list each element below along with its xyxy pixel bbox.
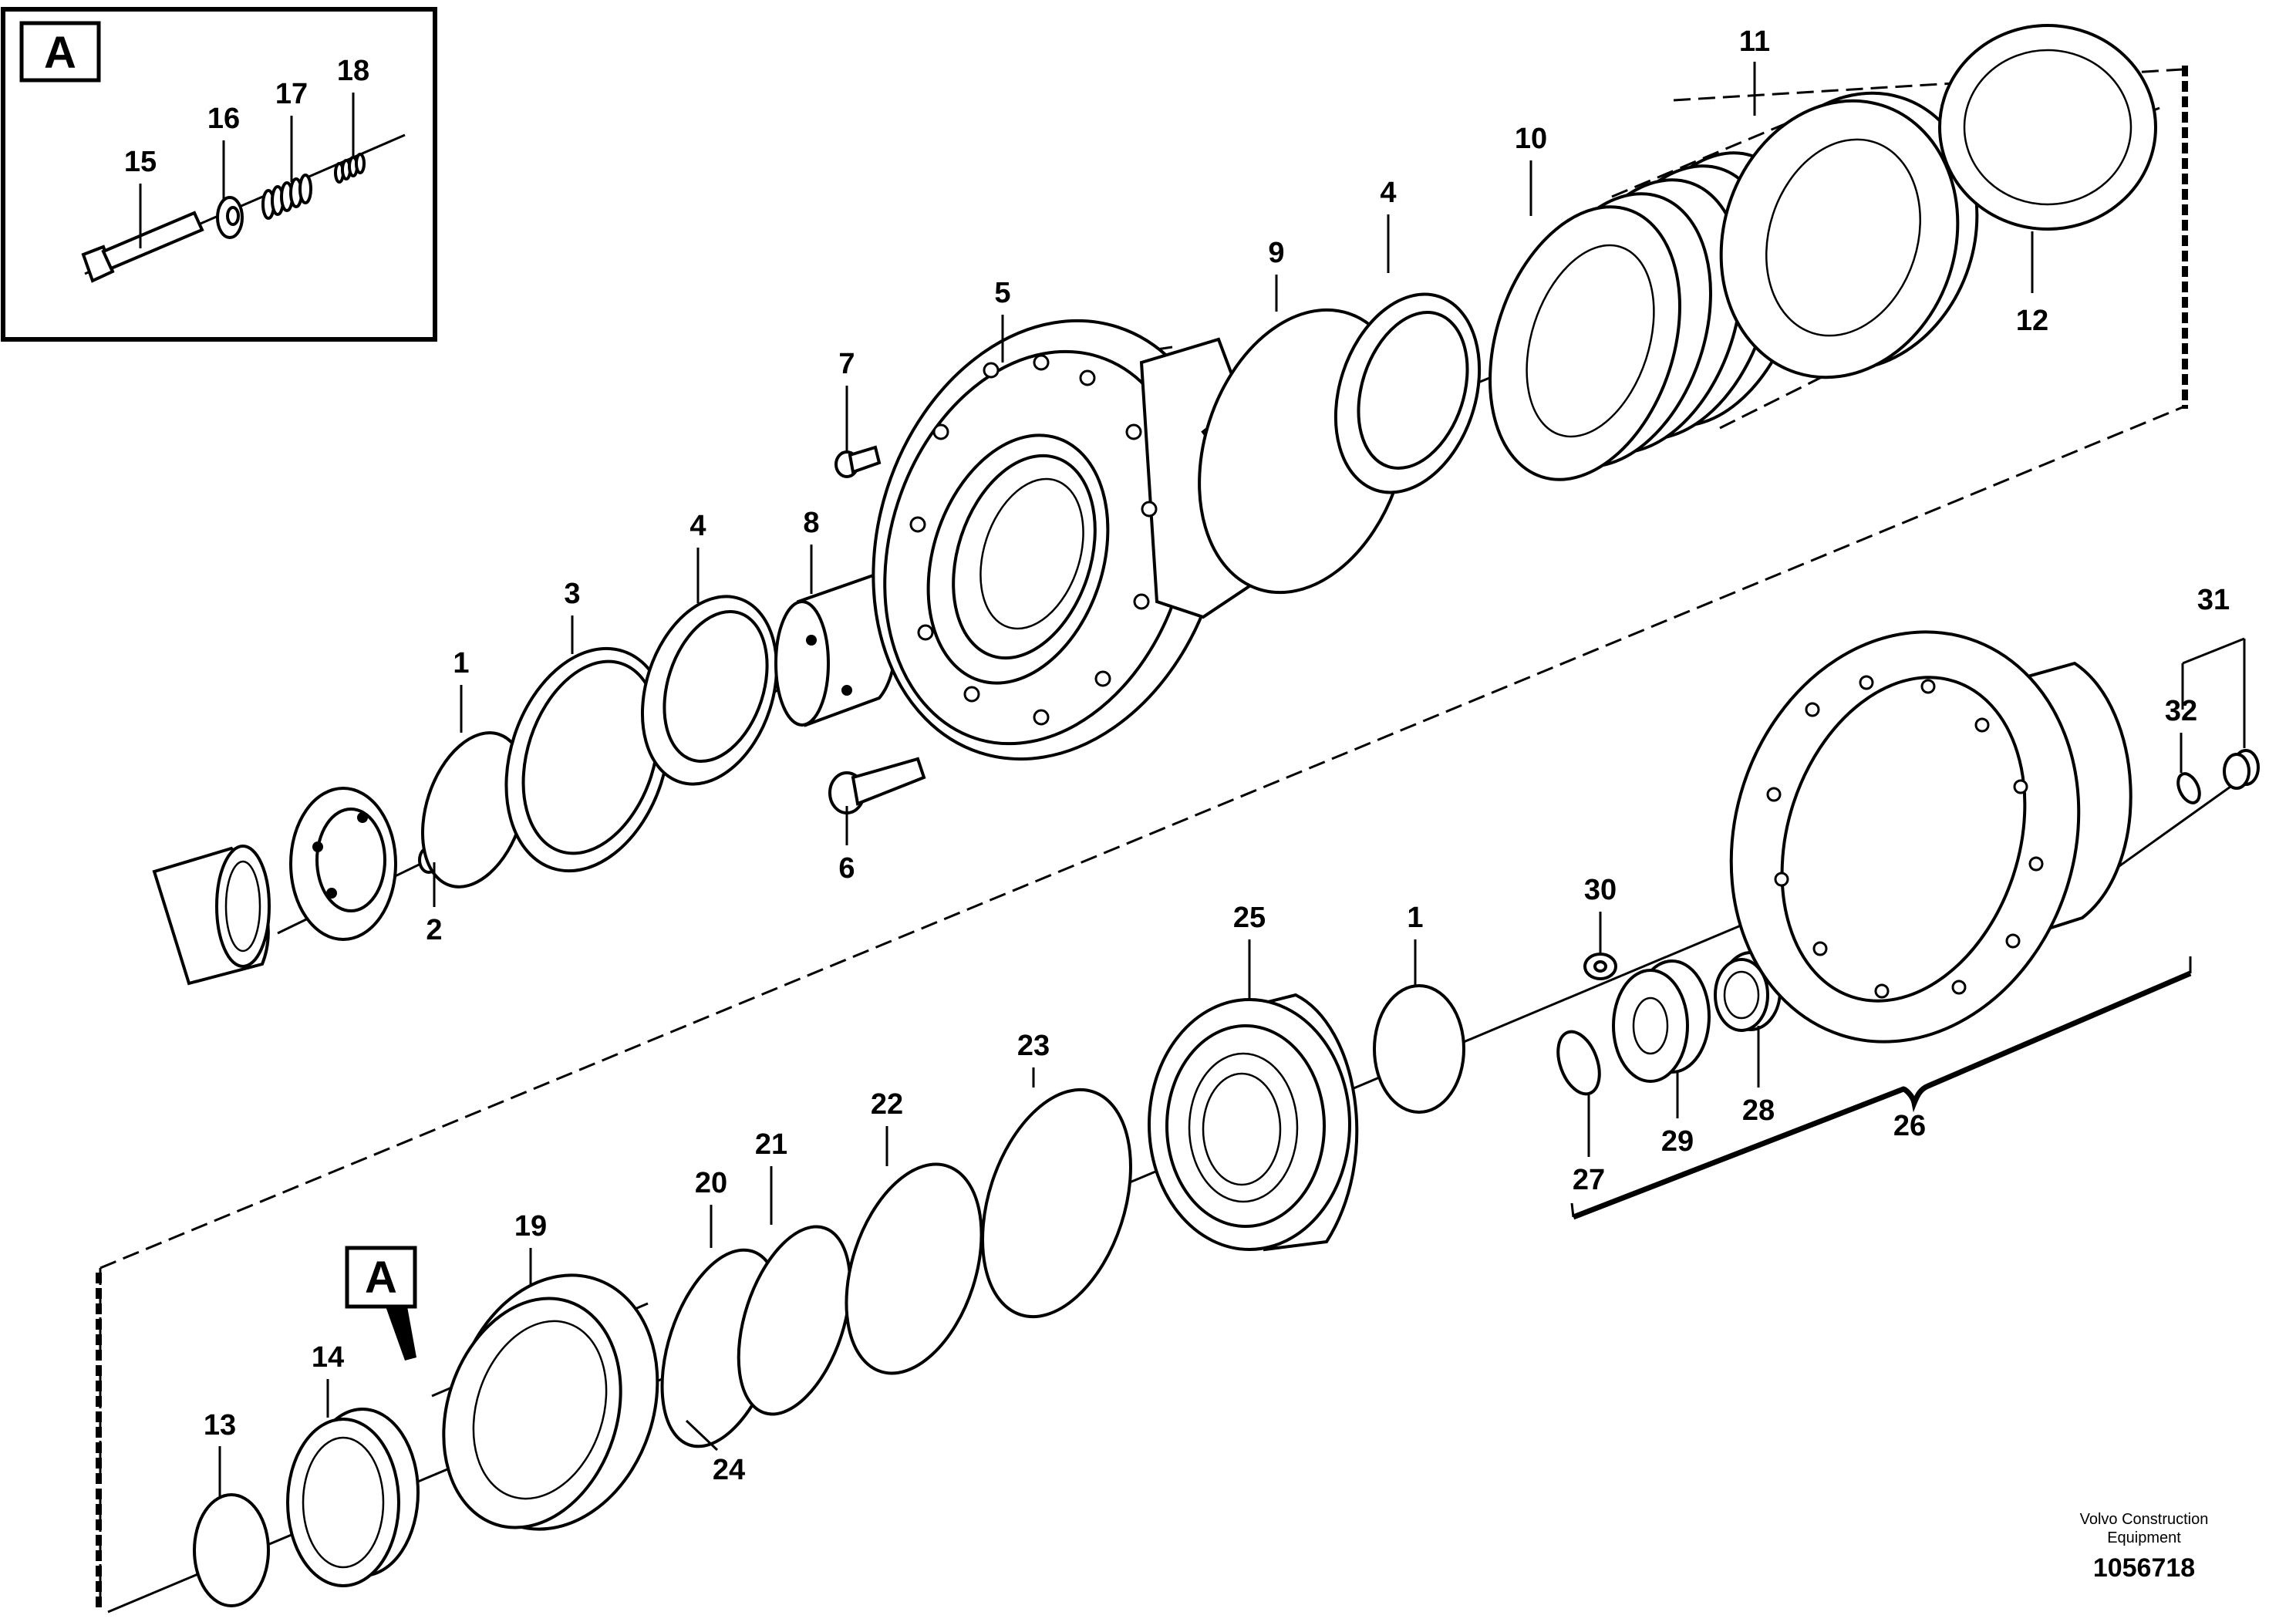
callout-28: 28	[1742, 1094, 1775, 1127]
callout-26: 26	[1893, 1110, 1926, 1142]
callout-4: 4	[689, 510, 706, 542]
hub-nut	[289, 787, 397, 941]
callout-27: 27	[1573, 1164, 1605, 1196]
callout-10: 10	[1515, 123, 1547, 155]
callout-24: 24	[713, 1454, 745, 1486]
document-number: 1056718	[2093, 1553, 2195, 1583]
ring-part-23	[981, 1088, 1132, 1319]
bearing-part-4-left	[640, 595, 779, 786]
ring-part-22	[845, 1162, 983, 1375]
callout-17: 17	[275, 78, 308, 110]
callout-2: 2	[426, 914, 442, 946]
splined-shaft	[152, 845, 271, 986]
callout-6: 6	[838, 852, 855, 885]
bolt-part-7	[834, 445, 882, 478]
callout-8: 8	[803, 507, 819, 539]
ring-gear-part-14	[286, 1408, 420, 1587]
spring-part-17	[261, 174, 312, 220]
bracket-26	[1570, 956, 2192, 1220]
plug-part-31	[2223, 749, 2260, 790]
disc-part-12	[1938, 24, 2157, 231]
callout-5: 5	[994, 277, 1010, 309]
assembly-group-frame	[96, 66, 2188, 1607]
spring-part-18	[334, 153, 366, 184]
bracket-31	[2181, 637, 2246, 748]
callout-16: 16	[207, 103, 240, 135]
washer-part-30	[1583, 953, 1617, 980]
callout-32: 32	[2165, 695, 2197, 727]
credit-line-1: Volvo Construction	[2080, 1511, 2209, 1528]
callout-22: 22	[871, 1088, 903, 1121]
o-ring-part-32	[2176, 772, 2201, 804]
wheel-hub-part-5	[872, 319, 1252, 761]
callout-30: 30	[1584, 874, 1617, 906]
plate-part-11	[1719, 91, 1979, 379]
callout-4-upper: 4	[1380, 177, 1396, 209]
gear-part-29	[1612, 959, 1711, 1083]
callout-labels: 1 1 2 3 4 4 5 6 7 8 9 10 11 12 13 14 15 …	[124, 25, 2230, 1486]
bearing-part-4-right	[1333, 292, 1482, 494]
callout-9: 9	[1268, 237, 1284, 269]
callout-1: 1	[453, 647, 469, 679]
planet-carrier-part-25	[1148, 993, 1359, 1252]
callout-25: 25	[1233, 902, 1266, 934]
callout-14: 14	[312, 1341, 344, 1374]
leader-lines	[218, 62, 2183, 1496]
callout-18: 18	[337, 55, 369, 87]
callout-3: 3	[564, 578, 580, 610]
housing-part-26	[1729, 630, 2132, 1044]
callout-29: 29	[1661, 1125, 1694, 1158]
callout-19: 19	[514, 1210, 547, 1243]
callout-7: 7	[838, 348, 855, 380]
callout-1-lower: 1	[1407, 902, 1423, 934]
callout-12: 12	[2016, 305, 2048, 337]
callout-21: 21	[755, 1128, 787, 1161]
detail-box-label: A	[44, 28, 76, 78]
carrier-part-19	[442, 1273, 659, 1531]
ring-part-21	[737, 1225, 852, 1416]
washer-part-16	[216, 196, 244, 239]
callout-23: 23	[1017, 1030, 1050, 1062]
o-ring-part-1-lower	[1373, 984, 1465, 1114]
stud-part-6	[828, 757, 926, 814]
callout-11: 11	[1739, 25, 1770, 58]
callout-box-label: A	[365, 1253, 397, 1303]
snap-ring-part-27	[1556, 1030, 1601, 1096]
detail-a-box: A	[1, 7, 437, 342]
detail-a-callout: A	[345, 1246, 417, 1361]
callout-15: 15	[124, 146, 157, 178]
seal-ring-part-3	[504, 646, 671, 873]
bolt-part-15	[81, 211, 204, 283]
footer-credit: Volvo Construction Equipment 1056718	[2080, 1511, 2209, 1583]
o-ring-part-13	[193, 1493, 270, 1607]
credit-line-2: Equipment	[2107, 1529, 2181, 1546]
callout-31: 31	[2197, 584, 2230, 616]
callout-13: 13	[204, 1409, 236, 1442]
callout-20: 20	[695, 1167, 727, 1199]
